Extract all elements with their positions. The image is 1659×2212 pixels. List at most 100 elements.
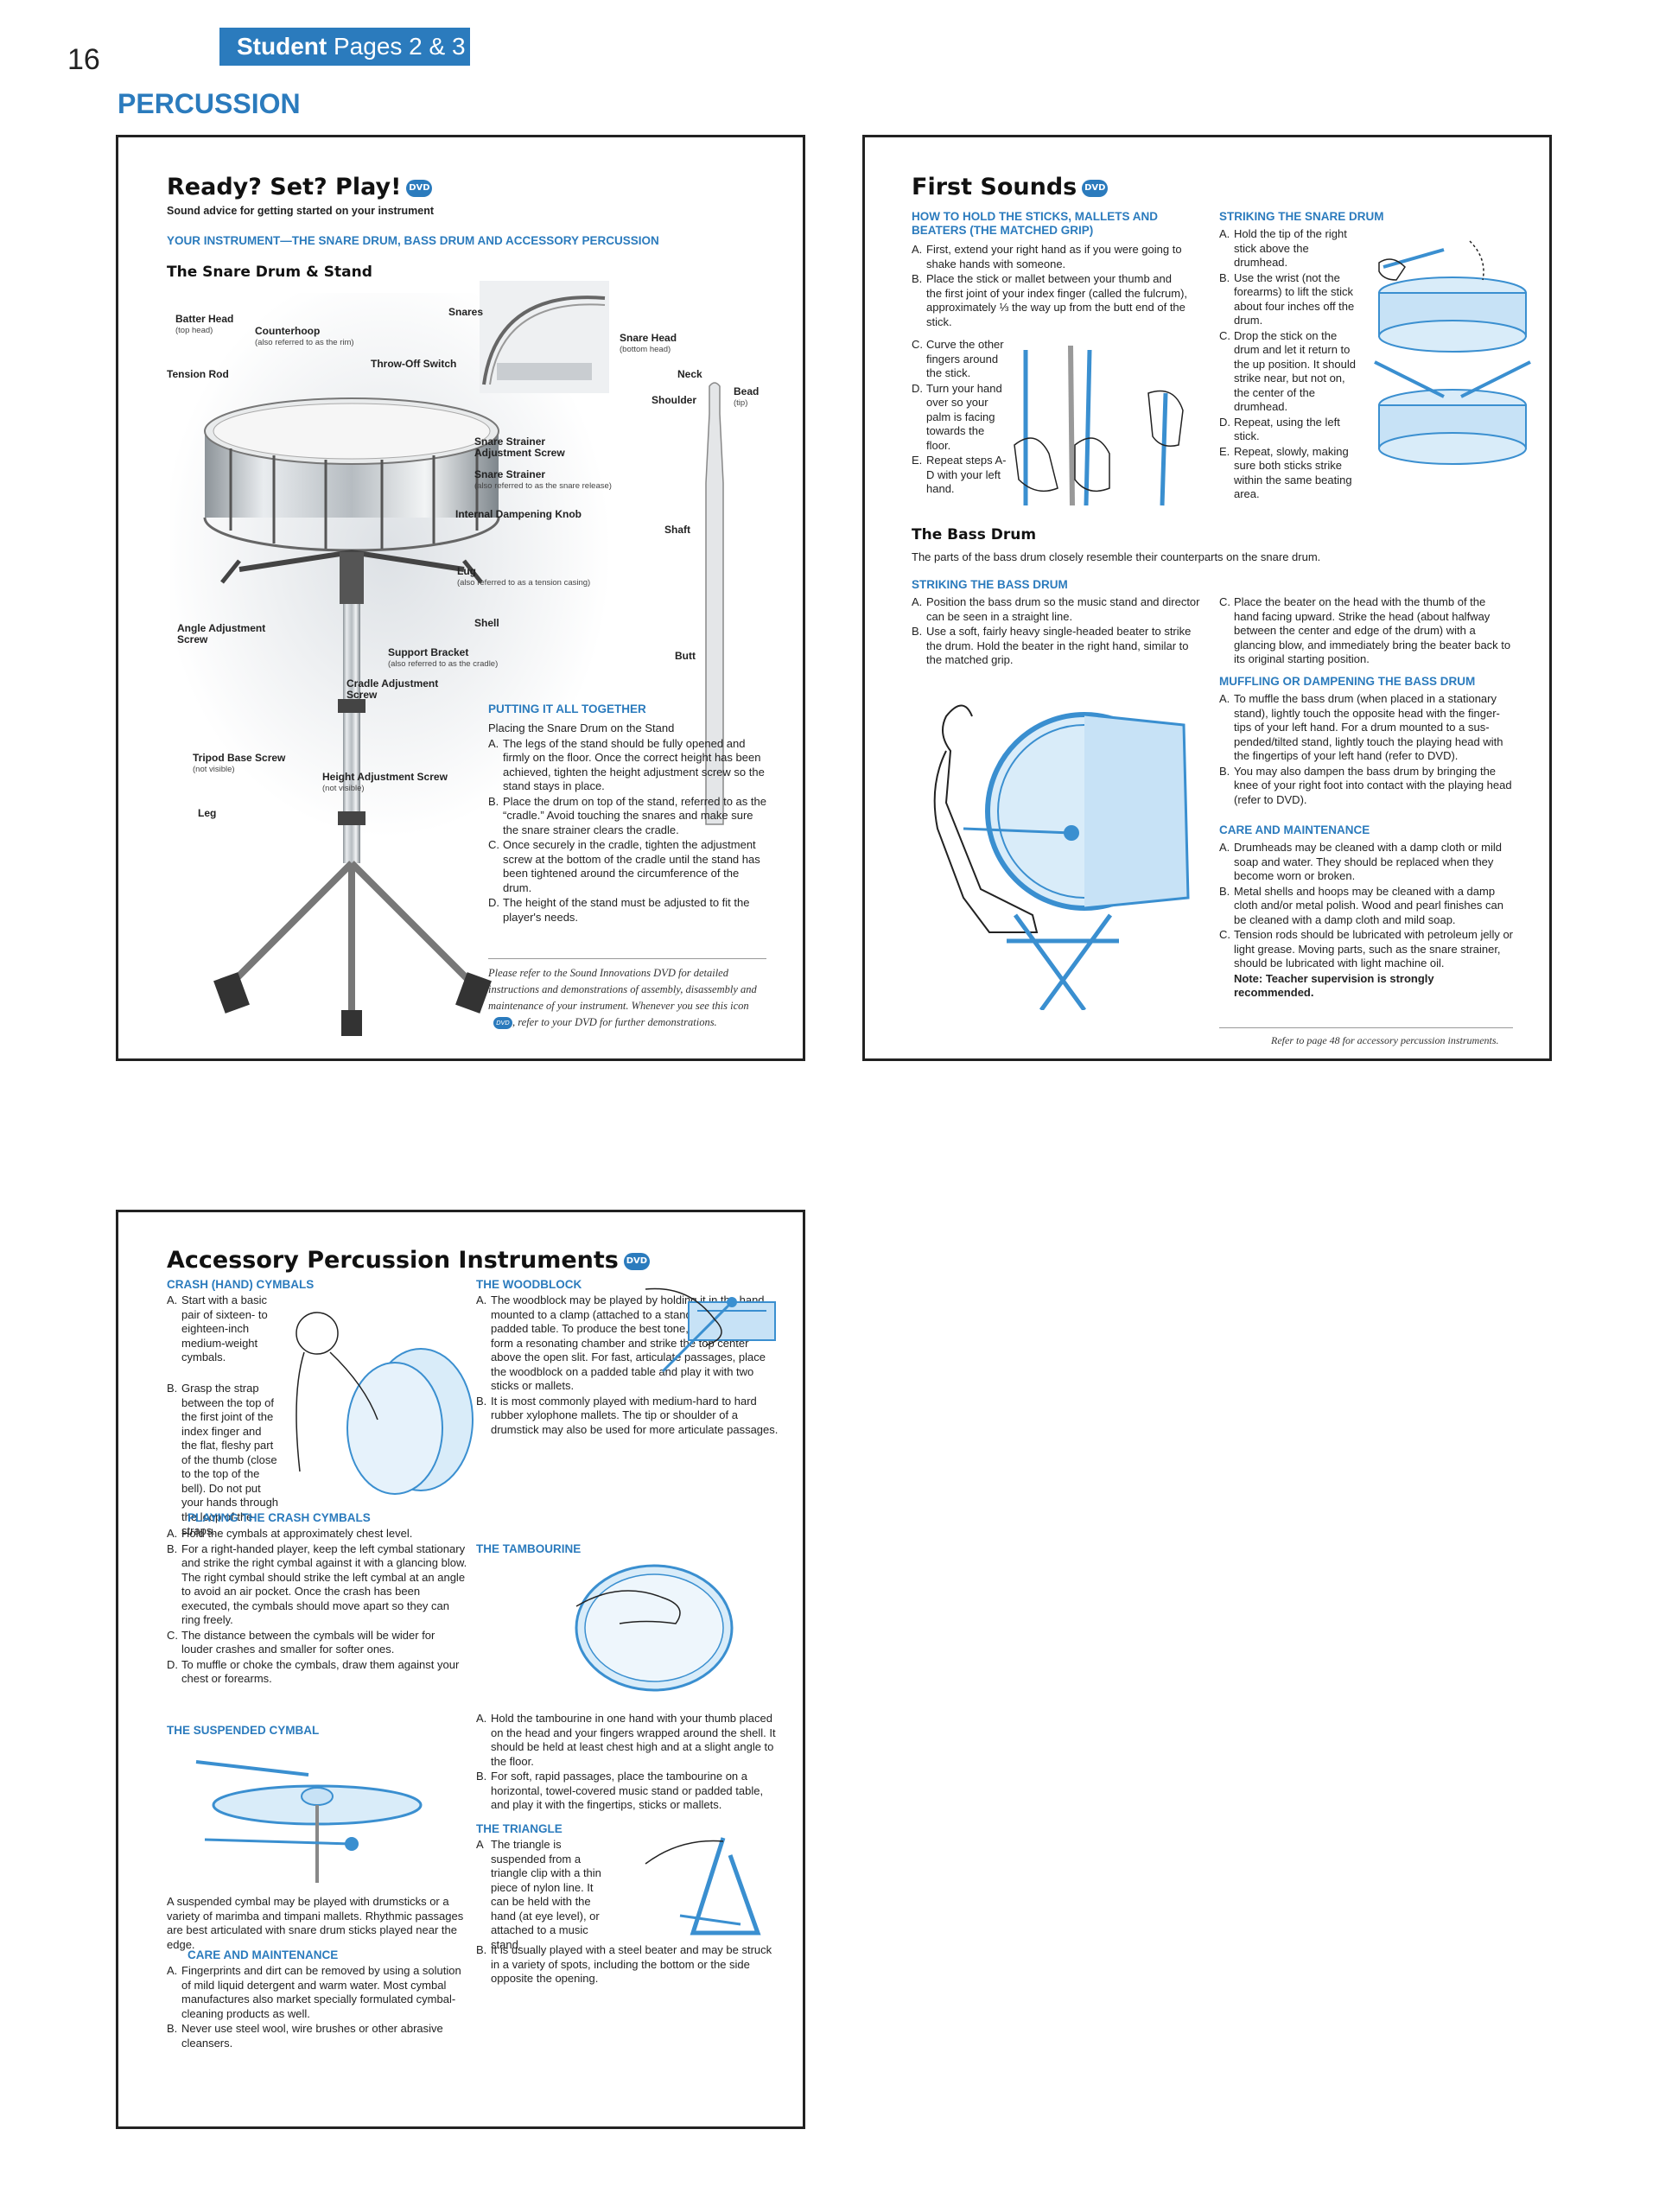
strike-snare-heading: STRIKING THE SNARE DRUM	[1219, 210, 1384, 223]
list-letter: C.	[1219, 928, 1230, 941]
list-letter: E.	[1219, 444, 1230, 458]
list-item: C.The distance between the cymbals will …	[167, 1629, 469, 1657]
list-letter: B.	[167, 1382, 178, 1395]
label-sub: (bottom head)	[620, 345, 671, 354]
playing-crash-heading: PLAYING THE CRASH CYMBALS	[188, 1511, 371, 1524]
strike-snare-list: A.Hold the tip of the right stick above …	[1219, 227, 1357, 502]
list-letter: A.	[167, 1527, 178, 1540]
crash-cymbals-list: A.Start with a basic pair of sixteen- to…	[167, 1294, 274, 1365]
list-letter: B.	[476, 1394, 487, 1408]
list-text: Place the beater on the head with the th…	[1234, 595, 1511, 665]
list-item: B.Place the drum on top of the stand, re…	[488, 795, 766, 838]
list-letter: B.	[167, 2022, 178, 2035]
list-item: A.Position the bass drum so the music st…	[912, 595, 1205, 624]
suspended-cymbal-illustration	[195, 1760, 423, 1883]
list-letter: A.	[476, 1712, 487, 1725]
label-sub: (also referred to as the snare release)	[474, 481, 612, 491]
list-letter: A.	[912, 243, 923, 256]
list-text: Hold the cymbals at approximately chest …	[181, 1527, 413, 1540]
label-cradle-adjustment-screw: Cradle Adjustment Screw	[346, 677, 439, 701]
snare-strike-illustration	[1374, 240, 1531, 465]
bass-strike-body: A.Position the bass drum so the music st…	[912, 595, 1205, 669]
care-list: A.Fingerprints and dirt can be removed b…	[167, 1964, 469, 2050]
bass-strike-heading: STRIKING THE BASS DRUM	[912, 578, 1068, 591]
list-text: The triangle is suspended from a triangl…	[491, 1838, 601, 1951]
list-text: Hold the tip of the right stick above th…	[1234, 227, 1347, 269]
list-letter: D.	[488, 896, 499, 909]
label-height-adjustment-screw: Height Adjustment Screw(not visible)	[322, 772, 448, 794]
drumstick-illustration	[705, 382, 724, 825]
page-title: First Sounds DVD	[912, 174, 1109, 200]
grip-list: A.First, extend your right hand as if yo…	[912, 243, 1188, 329]
care-body: A. Drumheads may be cleaned with a damp c…	[1219, 841, 1513, 1001]
list-item: A.Hold the tip of the right stick above …	[1219, 227, 1357, 270]
snare-stand-heading: The Snare Drum & Stand	[167, 264, 372, 281]
list-letter: C.	[488, 838, 499, 851]
snare-drum-stand-illustration	[170, 293, 611, 1036]
title-text: Accessory Percussion Instruments	[167, 1247, 619, 1274]
list-item: A. Hold the tambourine in one hand with y…	[476, 1712, 779, 1769]
label-text: Snare Head	[620, 332, 677, 344]
list-text: The height of the stand must be adjusted…	[503, 896, 750, 924]
list-text: Grasp the strap between the top of the f…	[181, 1382, 279, 1537]
label-sub: (not visible)	[193, 765, 235, 774]
triangle-list-2: B.It is usually played with a steel beat…	[476, 1943, 779, 1986]
list-letter: B.	[1219, 270, 1230, 284]
label-snare-strainer: Snare Strainer(also referred to as the s…	[474, 469, 612, 492]
list-letter: A.	[167, 1294, 178, 1306]
list-item: B.Grasp the strap between the top of the…	[167, 1382, 409, 1539]
list-letter: A.	[1219, 692, 1230, 705]
tab-bold-text: Student	[237, 33, 327, 60]
list-text: Start with a basic pair of sixteen- to e…	[181, 1294, 268, 1363]
snare-head-inset	[480, 281, 609, 393]
woodblock-heading: THE WOODBLOCK	[476, 1278, 582, 1291]
label-sub: (tip)	[734, 398, 748, 408]
label-internal-dampening-knob: Internal Dampening Knob	[455, 508, 582, 520]
list-text: Hold the tambourine in one hand with you…	[491, 1712, 776, 1768]
note-end: , refer to your DVD for further demonstr…	[512, 1016, 717, 1028]
page-title: Ready? Set? Play!DVD	[167, 174, 433, 200]
title-text: First Sounds	[912, 174, 1077, 200]
page-number: 16	[67, 43, 100, 76]
playing-crash-list: A.Hold the cymbals at approximately ches…	[167, 1527, 469, 1687]
bass-strike-list-continued: C.Place the beater on the head with the …	[1219, 595, 1513, 667]
label-text: Tripod Base Screw	[193, 752, 286, 764]
list-item: C.Drop the stick on the drum and let it …	[1219, 329, 1357, 415]
care-heading: CARE AND MAINTENANCE	[188, 1948, 339, 1961]
list-text: For a right-handed player, keep the left…	[181, 1541, 467, 1627]
label-text: Height Adjustment Screw	[322, 771, 448, 783]
list-letter: B.	[488, 794, 499, 808]
list-item: A.Hold the cymbals at approximately ches…	[167, 1527, 469, 1541]
list-text: Never use steel wool, wire brushes or ot…	[181, 2022, 443, 2050]
label-shoulder: Shoulder	[652, 394, 697, 406]
list-text: Drumheads may be cleaned with a damp clo…	[1234, 841, 1502, 882]
list-letter: C.	[912, 338, 923, 351]
list-letter: B.	[912, 272, 923, 285]
bass-strike-list: A.Position the bass drum so the music st…	[912, 595, 1205, 668]
grip-list-bottom: C.Curve the other fingers around the sti…	[912, 338, 1007, 498]
label-throw-off-switch: Throw-Off Switch	[371, 358, 457, 370]
list-text: First, extend your right hand as if you …	[926, 243, 1182, 270]
crash-cymbals-heading: CRASH (HAND) CYMBALS	[167, 1278, 315, 1291]
grip-heading: HOW TO HOLD THE STICKS, MALLETS AND BEAT…	[912, 210, 1158, 237]
student-pages-tab: Student Pages 2 & 3	[219, 28, 470, 66]
suspended-cymbal-heading: THE SUSPENDED CYMBAL	[167, 1724, 320, 1737]
list-text: Repeat, slowly, making sure both sticks …	[1234, 444, 1352, 501]
divider	[1219, 1027, 1513, 1028]
muffling-body: A.To muffle the bass drum (when placed i…	[1219, 692, 1513, 808]
label-snare-head: Snare Head(bottom head)	[620, 333, 677, 355]
list-letter: A.	[1219, 841, 1230, 854]
label-sub: (also referred to as a tension casing)	[457, 578, 591, 588]
list-letter: B.	[1219, 884, 1230, 898]
dvd-icon: DVD	[1082, 179, 1109, 197]
note-text: Please refer to the Sound Innovations DV…	[488, 967, 757, 1012]
list-item: A.First, extend your right hand as if yo…	[912, 243, 1188, 271]
list-letter: C.	[167, 1628, 178, 1642]
list-letter: B.	[476, 1770, 487, 1783]
list-item: D.Turn your hand over so your palm is fa…	[912, 382, 1007, 454]
list-item: A.To muffle the bass drum (when placed i…	[1219, 692, 1513, 764]
list-text: Position the bass drum so the music stan…	[926, 595, 1200, 623]
